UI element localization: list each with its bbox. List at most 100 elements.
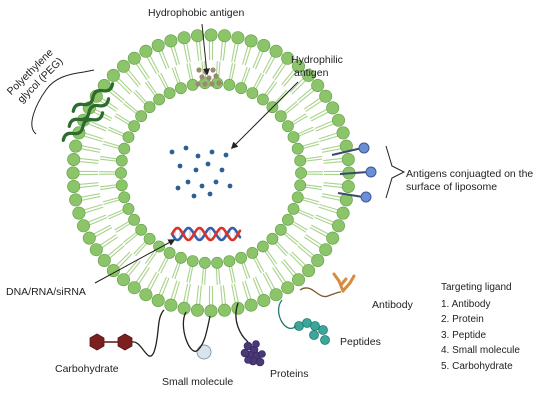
hydrophobic-arrow	[201, 23, 210, 76]
lipid-head-outer	[139, 44, 153, 58]
lipid-head-outer	[341, 153, 355, 167]
hydrophobic-antigen-dot	[202, 81, 208, 87]
lipid-head-inner	[274, 110, 287, 123]
hydrophilic-antigen-dot	[191, 193, 197, 199]
lipid-head-outer	[97, 254, 111, 268]
lipid-head-inner	[287, 202, 300, 215]
lipid-head-outer	[244, 34, 258, 48]
lipid-head-outer	[331, 219, 345, 233]
lipid-head-outer	[177, 301, 191, 315]
lipid-head-outer	[72, 206, 86, 220]
hydrophilic-antigen-dot	[207, 191, 213, 197]
carbohydrate-linker	[131, 309, 165, 357]
lipid-head-outer	[204, 304, 218, 318]
lipid-head-inner	[163, 87, 176, 99]
lipid-head-outer	[218, 303, 232, 317]
hydrophobic-antigen-dot	[216, 80, 222, 86]
lipid-head-outer	[177, 31, 191, 45]
lipid-head-outer	[257, 293, 271, 307]
small-molecule-label: Small molecule	[162, 376, 233, 388]
hydrophilic-antigen-label-line2: antigen	[294, 67, 329, 79]
hydrophilic-arrow	[230, 81, 299, 150]
lipid-head-inner	[266, 232, 279, 245]
lipid-head-outer	[281, 51, 295, 65]
lipid-head-inner	[122, 131, 135, 143]
lipid-head-inner	[153, 93, 165, 106]
lipid-head-inner	[118, 191, 131, 204]
peg-label: Polyethylene glycol (PEG)	[5, 47, 66, 106]
lipid-head-inner	[186, 255, 199, 267]
peg-bracket	[31, 69, 95, 135]
lipid-head-outer	[82, 231, 96, 245]
proteins-label: Proteins	[270, 368, 309, 380]
lipid-head-outer	[257, 38, 271, 52]
lipid-head-inner	[235, 251, 247, 264]
lipid-head-outer	[127, 51, 141, 65]
lipid-head-inner	[174, 82, 187, 95]
lipid-head-inner	[223, 79, 236, 91]
lipid-head-inner	[256, 93, 269, 106]
lipid-head-inner	[115, 167, 127, 179]
lipid-head-outer	[139, 288, 153, 302]
lipid-head-outer	[117, 273, 131, 287]
lipid-head-inner	[294, 154, 307, 167]
small-molecule-icon	[196, 344, 212, 360]
lipid-head-outer	[77, 219, 91, 233]
lipid-head-inner	[143, 101, 156, 114]
lipid-head-inner	[246, 246, 259, 259]
lipid-head-inner	[198, 256, 211, 269]
hydrophobic-antigen-dot	[213, 73, 219, 79]
carbohydrate-icon	[89, 333, 133, 351]
lipid-head-inner	[256, 240, 269, 253]
hydrophilic-antigen-dot	[205, 161, 211, 167]
protein-linker	[235, 302, 249, 343]
hydrophilic-antigen-dot	[177, 163, 183, 169]
surface-antigens	[331, 142, 377, 203]
lipid-head-outer	[151, 38, 165, 52]
lipid-head-inner	[122, 202, 135, 215]
hydrophilic-antigen-dot	[169, 149, 175, 155]
lipid-head-inner	[143, 232, 156, 245]
hydrophilic-antigen-dot	[175, 185, 181, 191]
hydrophilic-antigen-dot	[193, 167, 199, 173]
lipid-head-outer	[191, 303, 205, 317]
lipid-head-outer	[269, 44, 283, 58]
hydrophobic-antigen-dot	[199, 74, 205, 80]
peptide-chain-icon	[294, 318, 330, 345]
surface-antigen-bracket	[385, 145, 406, 199]
lipid-head-inner	[174, 251, 187, 264]
lipid-head-outer	[218, 29, 232, 43]
lipid-head-inner	[281, 213, 294, 226]
hydrophilic-antigen-dot	[227, 183, 233, 189]
hydrophobic-antigen-dot	[209, 81, 215, 87]
lipid-head-outer	[67, 153, 81, 167]
lipid-head-inner	[115, 179, 128, 192]
lipid-head-outer	[326, 231, 340, 245]
lipid-head-outer	[269, 288, 283, 302]
lipid-head-inner	[163, 246, 176, 259]
hydrophilic-antigen-dot	[213, 179, 219, 185]
lipid-head-outer	[66, 166, 80, 180]
legend-item: 1. Antibody	[441, 298, 491, 310]
lipid-head-outer	[117, 59, 131, 73]
hydrophilic-antigen-dot	[223, 152, 229, 158]
lipid-head-outer	[291, 59, 305, 73]
lipid-head-outer	[341, 180, 355, 194]
peptide-linker	[277, 299, 297, 329]
lipid-head-outer	[127, 281, 141, 295]
antibody-label: Antibody	[372, 299, 414, 311]
lipid-head-inner	[235, 82, 247, 95]
lipid-head-outer	[164, 298, 178, 312]
legend-item: 2. Protein	[441, 314, 484, 325]
lipid-head-outer	[151, 293, 165, 307]
lipid-head-outer	[326, 101, 340, 115]
lipid-head-inner	[294, 179, 307, 192]
antibody-icon	[332, 272, 356, 293]
lipid-head-outer	[302, 68, 316, 82]
hydrophilic-antigen-dot	[209, 149, 215, 155]
hydrophobic-antigen-dot	[195, 81, 201, 87]
protein-icon	[240, 340, 266, 367]
lipid-head-outer	[231, 301, 245, 315]
lipid-head-outer	[164, 34, 178, 48]
